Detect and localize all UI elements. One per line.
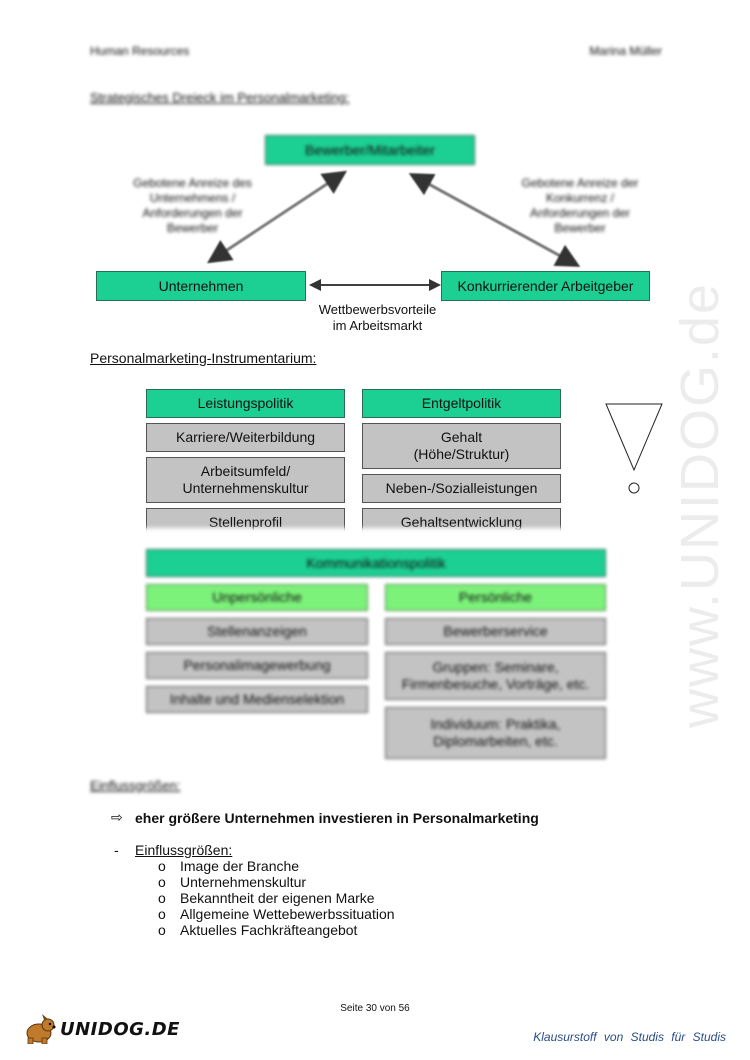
bullet: o xyxy=(158,890,166,906)
bullet: o xyxy=(158,906,166,922)
komm-right-item-1: Gruppen: Seminare, Firmenbesuche, Vorträ… xyxy=(385,652,606,700)
col1-header: Leistungspolitik xyxy=(146,389,345,418)
bullet: o xyxy=(158,858,166,874)
dog-logo-icon xyxy=(26,1014,56,1044)
komm-right-header: Persönliche xyxy=(385,584,606,611)
top-box: Bewerber/Mitarbeiter xyxy=(265,135,475,165)
cutoff-fade xyxy=(140,528,570,538)
col2-item-nebenleistungen: Neben-/Sozialleistungen xyxy=(362,474,561,503)
bold-statement: eher größere Unternehmen investieren in … xyxy=(135,810,539,826)
komm-left-item-2: Inhalte und Medienselektion xyxy=(146,686,368,713)
header-left: Human Resources xyxy=(90,44,190,58)
col2-item-gehalt: Gehalt (Höhe/Struktur) xyxy=(362,423,561,469)
section3-title: Einflussgrößen: xyxy=(90,778,181,793)
komm-left-item-1: Personalimagewerbung xyxy=(146,652,368,679)
komm-left-header: Unpersönliche xyxy=(146,584,368,611)
footer-logo: UNIDOG.DE xyxy=(22,1014,180,1044)
komm-header: Kommunikationspolitik xyxy=(146,549,606,577)
komm-right-item-0: Bewerberservice xyxy=(385,618,606,645)
col2-header: Entgeltpolitik xyxy=(362,389,561,418)
footer-tagline: Klausurstoff von Studis für Studis xyxy=(533,1030,726,1044)
col2-item-gehalt-line1: Gehalt xyxy=(440,429,483,445)
col1-item-arbeitsumfeld-line1: Arbeitsumfeld/ xyxy=(200,463,291,479)
right-box: Konkurrierender Arbeitgeber xyxy=(441,271,650,301)
section2-title: Personalmarketing-Instrumentarium: xyxy=(90,350,317,366)
triangle-arrows xyxy=(206,170,581,291)
left-box: Unternehmen xyxy=(96,271,306,301)
influence-subtitle: Einflussgrößen: xyxy=(135,842,233,858)
col2-item-gehaltsentwicklung: Gehaltsentwicklung xyxy=(362,508,561,533)
header-right: Marina Müller xyxy=(589,44,662,58)
bullet: o xyxy=(158,922,166,938)
section1-title: Strategisches Dreieck im Personalmarketi… xyxy=(90,90,350,105)
middle-label-line1: Wettbewerbsvorteile xyxy=(318,302,437,317)
col1-item-arbeitsumfeld: Arbeitsumfeld/ Unternehmenskultur xyxy=(146,457,345,503)
col2-item-gehalt-line2: (Höhe/Struktur) xyxy=(413,446,510,462)
bullet: o xyxy=(158,874,166,890)
middle-label: Wettbewerbsvorteile im Arbeitsmarkt xyxy=(300,302,455,334)
funnel-icon xyxy=(605,403,663,494)
col1-item-karriere: Karriere/Weiterbildung xyxy=(146,423,345,452)
watermark: www.UNIDOG.de xyxy=(670,281,730,729)
komm-right-item-2: Individuum: Praktika, Diplomarbeiten, et… xyxy=(385,707,606,759)
dash-marker: - xyxy=(114,842,119,858)
middle-label-line2: im Arbeitsmarkt xyxy=(332,318,423,333)
arrow-symbol: ⇨ xyxy=(111,809,123,825)
logo-text: UNIDOG.DE xyxy=(60,1018,180,1040)
page-number: Seite 30 von 56 xyxy=(340,1003,410,1014)
komm-left-item-0: Stellenanzeigen xyxy=(146,618,368,645)
col1-item-arbeitsumfeld-line2: Unternehmenskultur xyxy=(182,480,309,496)
